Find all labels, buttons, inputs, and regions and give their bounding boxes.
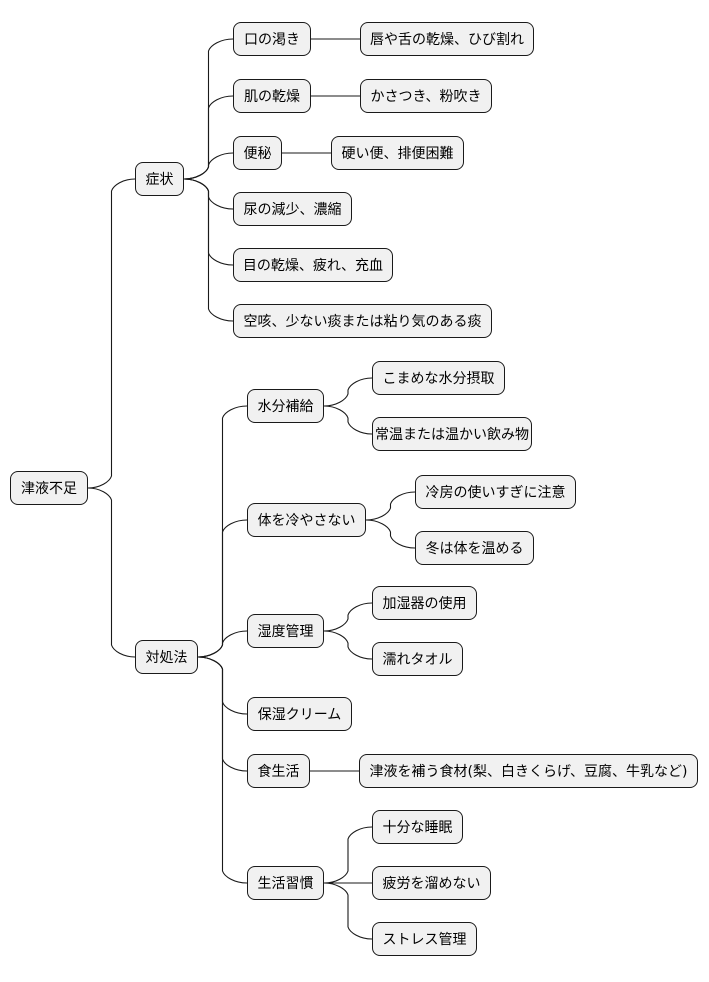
node-remedies: 対処法 <box>135 640 198 674</box>
node-thirst: 口の渇き <box>233 22 311 56</box>
node-lifestyle: 生活習慣 <box>247 866 324 900</box>
node-keep-warm-1: 冷房の使いすぎに注意 <box>415 475 576 509</box>
connector-node-root-to-node-symptoms <box>87 178 136 489</box>
node-hydration: 水分補給 <box>247 389 324 423</box>
node-diet-detail: 津液を補う食材(梨、白きくらげ、豆腐、牛乳など) <box>359 754 698 788</box>
node-dry-skin: 肌の乾燥 <box>233 79 311 113</box>
node-humidity-1: 加湿器の使用 <box>372 586 477 620</box>
node-symptoms: 症状 <box>135 162 184 196</box>
node-eyes: 目の乾燥、疲れ、充血 <box>233 248 393 282</box>
connector-node-remedies-to-node-lifestyle <box>197 656 248 884</box>
connector-node-hydration-to-node-hydration-2 <box>323 405 373 435</box>
connector-node-keep-warm-to-node-keep-warm-1 <box>365 491 416 521</box>
connector-node-remedies-to-node-humidity <box>197 630 248 658</box>
connector-node-humidity-to-node-humidity-1 <box>323 602 373 632</box>
node-keep-warm: 体を冷やさない <box>247 503 366 537</box>
node-lifestyle-1: 十分な睡眠 <box>372 810 463 844</box>
node-humidity: 湿度管理 <box>247 614 324 648</box>
node-root: 津液不足 <box>10 471 88 505</box>
connector-node-symptoms-to-node-constipation <box>183 152 234 180</box>
connector-node-remedies-to-node-keep-warm <box>197 519 248 658</box>
node-lifestyle-3: ストレス管理 <box>372 922 477 956</box>
connector-node-lifestyle-to-node-lifestyle-3 <box>323 882 373 940</box>
node-thirst-detail: 唇や舌の乾燥、ひび割れ <box>360 22 534 56</box>
node-dry-skin-detail: かさつき、粉吹き <box>360 79 492 113</box>
node-keep-warm-2: 冬は体を温める <box>415 531 534 565</box>
node-lifestyle-2: 疲労を溜めない <box>372 866 491 900</box>
connector-node-humidity-to-node-humidity-2 <box>323 630 373 660</box>
node-urine: 尿の減少、濃縮 <box>233 192 352 226</box>
connector-node-root-to-node-remedies <box>87 487 136 658</box>
connector-node-lifestyle-to-node-lifestyle-1 <box>323 826 373 884</box>
node-hydration-1: こまめな水分摂取 <box>372 361 505 395</box>
node-cough: 空咳、少ない痰または粘り気のある痰 <box>233 304 492 338</box>
connector-node-hydration-to-node-hydration-1 <box>323 377 373 407</box>
node-constipation: 便秘 <box>233 136 282 170</box>
node-hydration-2: 常温または温かい飲み物 <box>372 417 532 451</box>
node-diet: 食生活 <box>247 754 310 788</box>
connector-node-symptoms-to-node-cough <box>183 178 234 322</box>
node-constipation-detail: 硬い便、排便困難 <box>331 136 464 170</box>
node-moisturizer: 保湿クリーム <box>247 697 352 731</box>
connector-node-keep-warm-to-node-keep-warm-2 <box>365 519 416 549</box>
node-humidity-2: 濡れタオル <box>372 642 463 676</box>
